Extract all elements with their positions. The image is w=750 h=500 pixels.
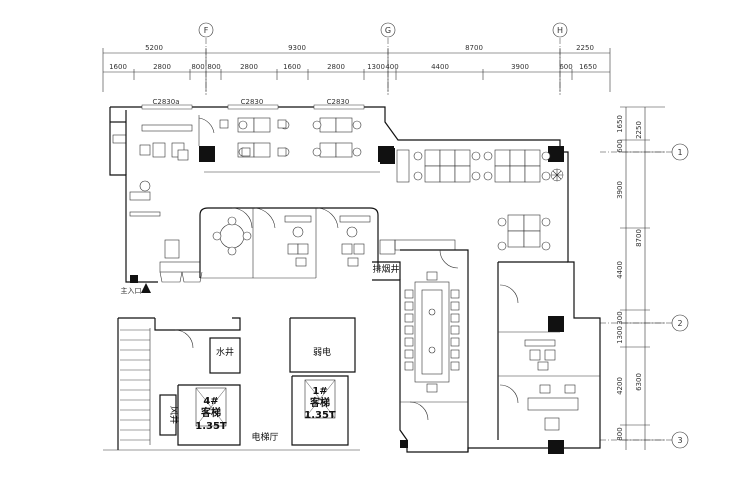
sofa <box>152 142 166 158</box>
window-label-c2830-1: C2830 <box>241 98 264 106</box>
dim-right-detail-6: 1300 <box>616 326 624 344</box>
elevator-hall-label: 电梯厅 <box>251 431 278 443</box>
elevator-1-number: 1# <box>312 386 327 397</box>
dim-top-detail-1: 1600 <box>109 63 127 71</box>
dim-top-overall-2: 9300 <box>288 44 306 52</box>
dim-top-detail-7: 2800 <box>327 63 345 71</box>
building-core: 水井 4# 客梯 1.35T 风井 弱电 1# 客梯 1.35T 电梯厅 <box>103 317 360 451</box>
right-dimension-lines: 1650 600 3900 4400 300 1300 4200 800 225… <box>616 106 665 450</box>
dim-top-detail-5: 2800 <box>240 63 258 71</box>
dim-right-detail-4: 4400 <box>616 261 624 279</box>
column <box>199 146 215 162</box>
weak-electric-label: 弱电 <box>313 346 331 358</box>
elevator-1-capacity: 1.35T <box>304 410 336 421</box>
exhaust-well-label: 排烟井 <box>372 263 399 275</box>
axis-2-label: 2 <box>677 319 682 328</box>
dim-right-detail-8: 800 <box>616 427 624 440</box>
dim-top-detail-4: 800 <box>207 63 220 71</box>
dim-right-detail-1: 1650 <box>616 115 624 133</box>
elevator-4-capacity: 1.35T <box>195 421 227 432</box>
center-meeting-rooms <box>199 207 379 279</box>
elevator-4-type: 客梯 <box>200 406 221 419</box>
workstations-right-middle <box>497 214 551 251</box>
column <box>548 316 564 332</box>
water-well-label: 水井 <box>216 346 234 358</box>
column <box>548 440 564 454</box>
dim-top-overall-4: 2250 <box>576 44 594 52</box>
dim-top-detail-9: 400 <box>385 63 398 71</box>
dim-top-detail-12: 600 <box>559 63 572 71</box>
dim-right-overall-2: 8700 <box>635 229 643 247</box>
dim-top-detail-10: 4400 <box>431 63 449 71</box>
dim-top-detail-2: 2800 <box>153 63 171 71</box>
dim-top-overall-1: 5200 <box>145 44 163 52</box>
main-entrance: 主入口 <box>121 283 151 295</box>
right-axis-markers: 1 2 3 <box>600 143 689 449</box>
dim-right-detail-3: 3900 <box>616 181 624 199</box>
round-table <box>219 223 245 249</box>
chair <box>139 144 151 156</box>
dim-right-detail-5: 300 <box>616 311 624 324</box>
axis-f-label: F <box>204 26 209 35</box>
chair <box>177 149 189 161</box>
window-label-c2830-2: C2830 <box>327 98 350 106</box>
dim-right-detail-2: 600 <box>616 139 624 152</box>
dim-top-detail-3: 800 <box>191 63 204 71</box>
top-dimension-lines: 5200 9300 8700 2250 1600 2800 800 800 28… <box>102 44 611 92</box>
dim-right-overall-3: 6300 <box>635 373 643 391</box>
top-windows: C2830a C2830 C2830 <box>141 98 365 110</box>
workstations-right-top <box>413 149 564 183</box>
plant-icon <box>550 168 564 182</box>
dim-top-detail-13: 1650 <box>579 63 597 71</box>
wind-well-label: 风井 <box>168 406 180 424</box>
dim-top-overall-3: 8700 <box>465 44 483 52</box>
dim-top-detail-6: 1600 <box>283 63 301 71</box>
elevator-4-number: 4# <box>203 396 218 407</box>
dim-top-detail-11: 3900 <box>511 63 529 71</box>
right-offices <box>497 261 600 440</box>
window-label-c2830a: C2830a <box>153 98 180 106</box>
dim-right-overall-1: 2250 <box>635 121 643 139</box>
dim-right-detail-7: 4200 <box>616 377 624 395</box>
axis-3-label: 3 <box>677 436 682 445</box>
column <box>548 146 564 162</box>
desk <box>527 397 579 411</box>
axis-1-label: 1 <box>677 148 682 157</box>
conference-room <box>400 249 469 452</box>
axis-h-label: H <box>557 26 563 35</box>
manager-office-top-left <box>110 110 215 175</box>
axis-g-label: G <box>385 26 391 35</box>
dim-top-detail-8: 1300 <box>367 63 385 71</box>
entrance-label: 主入口 <box>121 286 142 295</box>
reception-area <box>129 180 203 283</box>
elevator-1-type: 客梯 <box>309 396 330 409</box>
top-axis-markers: F G H <box>198 22 568 95</box>
desk <box>141 124 193 132</box>
workstations-left <box>204 117 380 173</box>
